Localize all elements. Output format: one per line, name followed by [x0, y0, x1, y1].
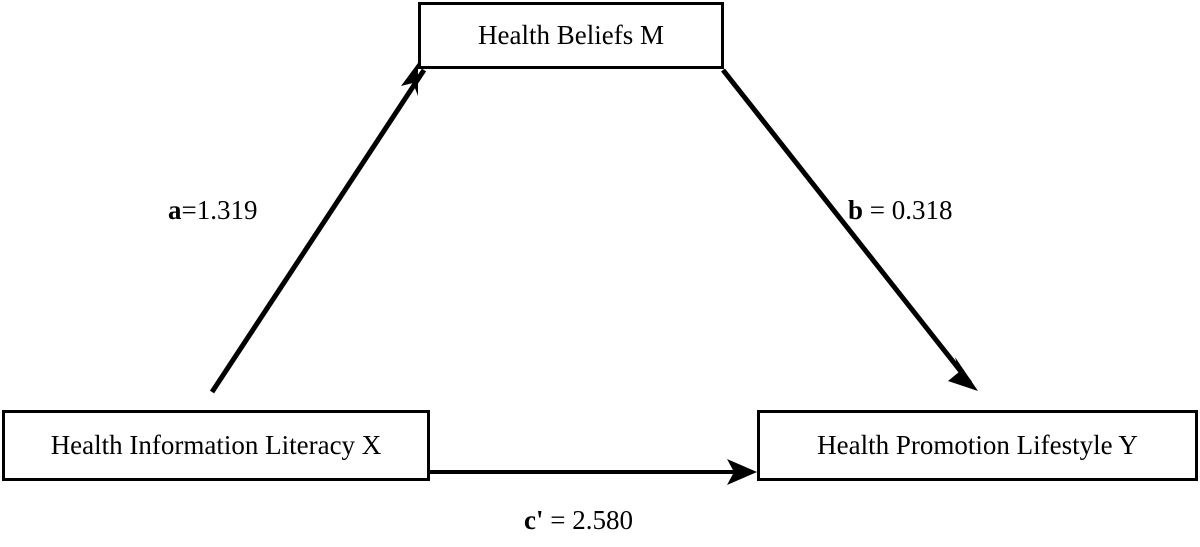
- path-c-prime-arrow: [430, 459, 757, 485]
- path-c-prime-name: c': [524, 505, 544, 535]
- path-b-coefficient-label: b = 0.318: [848, 195, 953, 226]
- node-health-information-literacy-x: Health Information Literacy X: [2, 410, 430, 481]
- path-b-arrow: [721, 68, 978, 391]
- node-m-label: Health Beliefs M: [478, 20, 664, 50]
- path-a-value: 1.319: [196, 195, 258, 225]
- path-b-value: 0.318: [891, 195, 953, 225]
- path-b-separator: =: [863, 195, 892, 225]
- path-c-prime-separator: =: [543, 505, 573, 535]
- path-a-separator: =: [181, 195, 197, 225]
- path-a-name: a: [168, 195, 182, 225]
- node-health-beliefs-m: Health Beliefs M: [418, 2, 724, 69]
- path-c-prime-coefficient-label: c' = 2.580: [524, 505, 633, 536]
- path-b-name: b: [848, 195, 864, 225]
- path-a-coefficient-label: a=1.319: [168, 195, 257, 226]
- path-c-prime-value: 2.580: [572, 505, 633, 535]
- path-a-arrow: [209, 63, 427, 394]
- node-x-label: Health Information Literacy X: [50, 430, 382, 460]
- node-health-promotion-lifestyle-y: Health Promotion Lifestyle Y: [757, 410, 1198, 481]
- node-y-label: Health Promotion Lifestyle Y: [817, 430, 1138, 460]
